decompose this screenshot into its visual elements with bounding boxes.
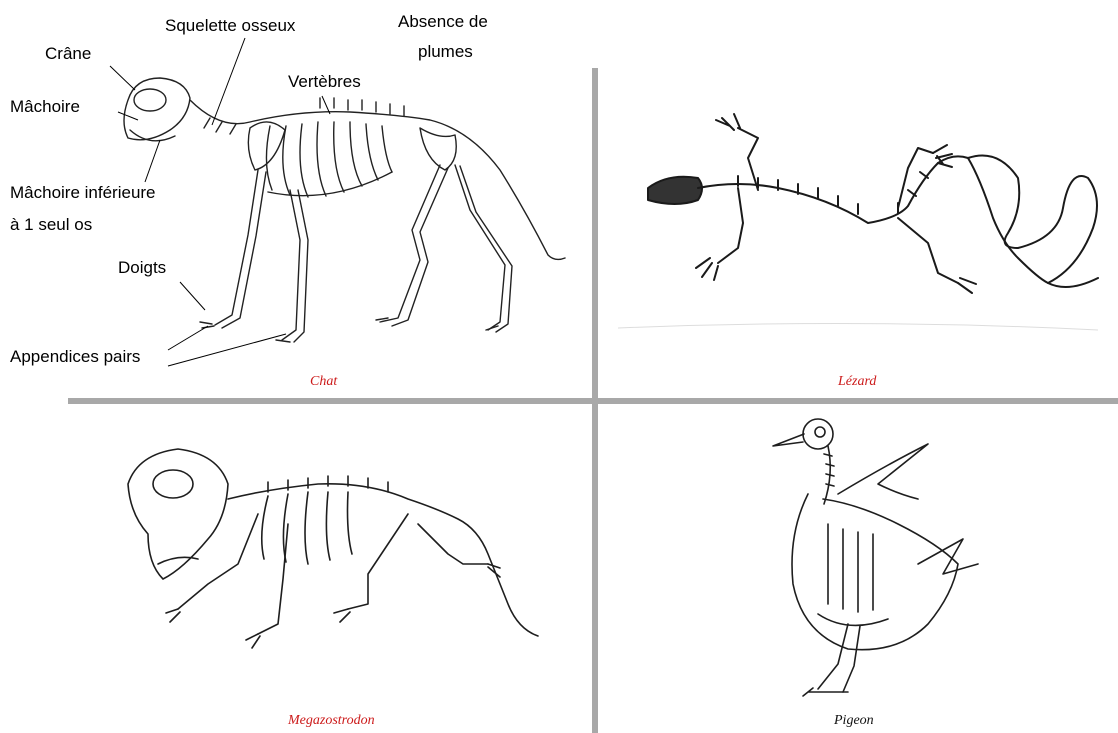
- caption-lezard: Lézard: [838, 374, 876, 390]
- label-machoire-inferieure-line1: Mâchoire inférieure: [10, 183, 156, 203]
- label-appendices-pairs: Appendices pairs: [10, 347, 140, 367]
- caption-megazostrodon: Megazostrodon: [288, 713, 375, 729]
- caption-pigeon: Pigeon: [834, 713, 874, 729]
- label-absence-plumes-line2: plumes: [418, 42, 473, 62]
- label-machoire-inferieure-line2: à 1 seul os: [10, 215, 92, 235]
- label-machoire: Mâchoire: [10, 97, 80, 117]
- label-squelette-osseux: Squelette osseux: [165, 16, 295, 36]
- label-crane: Crâne: [45, 44, 91, 64]
- label-doigts: Doigts: [118, 258, 166, 278]
- label-absence-plumes-line1: Absence de: [398, 12, 488, 32]
- caption-chat: Chat: [310, 374, 337, 390]
- label-vertebres: Vertèbres: [288, 72, 370, 92]
